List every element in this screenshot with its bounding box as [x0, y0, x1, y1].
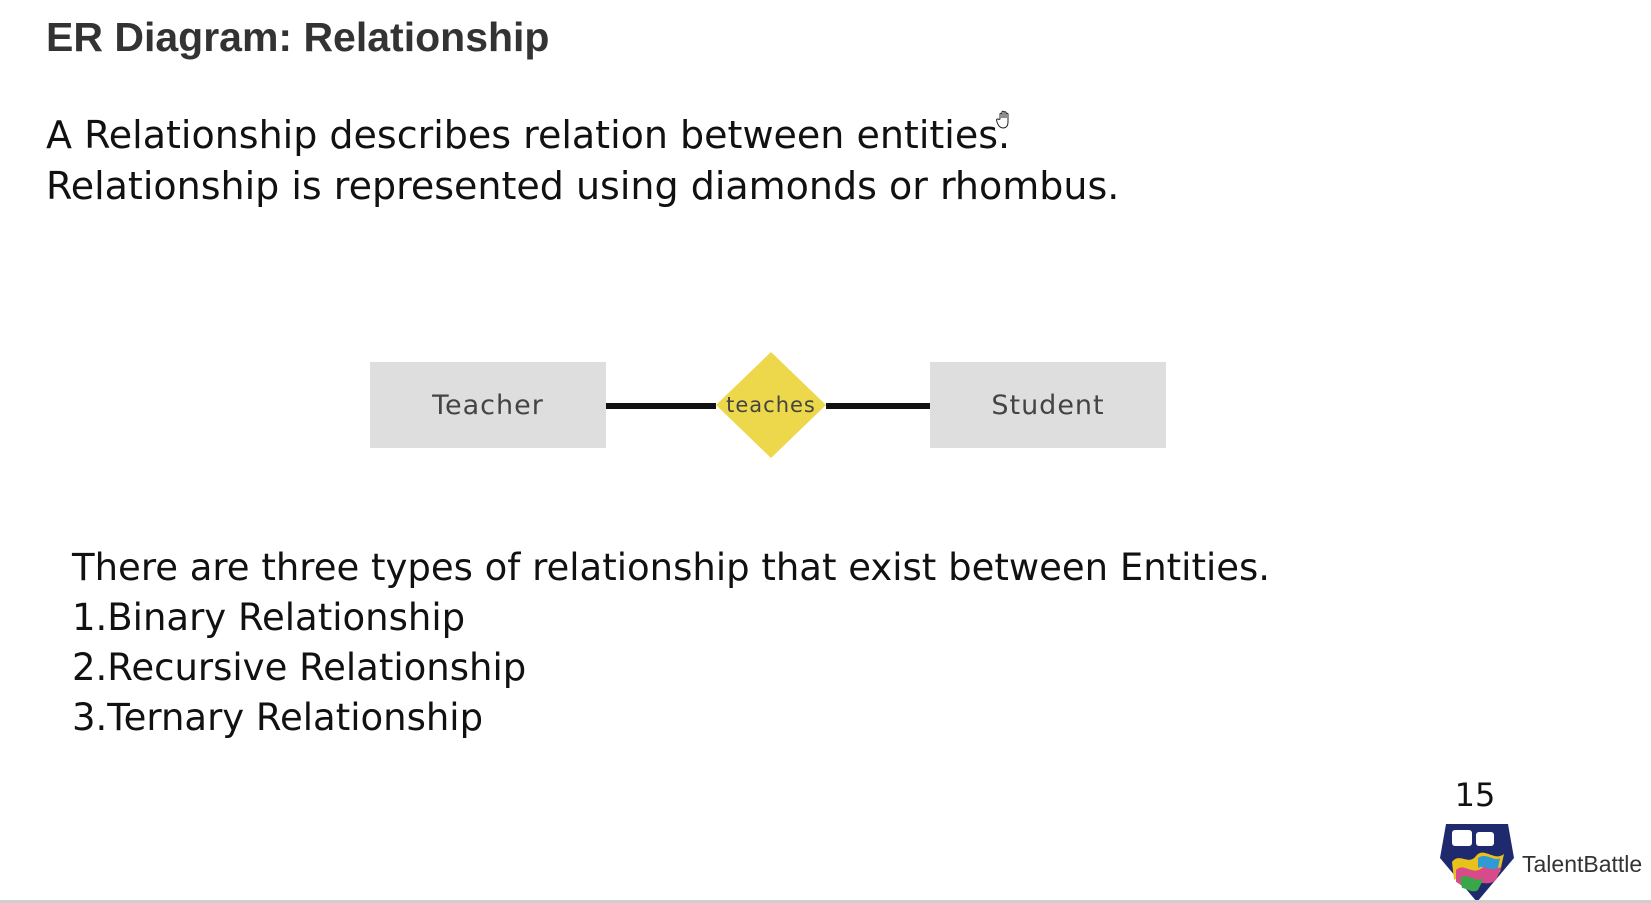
- brand-name: TalentBattle: [1522, 851, 1643, 877]
- connector-line-left: [606, 403, 716, 409]
- entity-teacher: Teacher: [370, 362, 606, 448]
- hand-cursor-icon: [996, 110, 1009, 129]
- entity-label: Teacher: [432, 389, 544, 421]
- relationship-label: teaches: [726, 393, 816, 417]
- slide-title: ER Diagram: Relationship: [46, 14, 550, 60]
- intro-line: Relationship is represented using diamon…: [46, 164, 1120, 208]
- page-number: 15: [1454, 776, 1496, 814]
- types-heading: There are three types of relationship th…: [72, 546, 1271, 589]
- types-item: 2.Recursive Relationship: [72, 646, 527, 689]
- relationship-diamond: [716, 352, 826, 458]
- bottom-divider: [0, 900, 1651, 903]
- types-item: 3.Ternary Relationship: [72, 696, 484, 739]
- talentbattle-logo-icon: [1440, 824, 1514, 902]
- relationship-types: There are three types of relationship th…: [72, 543, 1270, 743]
- er-diagram: Teacher teaches Student: [370, 350, 1170, 460]
- intro-text: A Relationship describes relation betwee…: [46, 110, 1119, 212]
- types-item: 1.Binary Relationship: [72, 596, 466, 639]
- entity-student: Student: [930, 362, 1166, 448]
- connector-line-right: [826, 403, 930, 409]
- entity-label: Student: [991, 389, 1105, 421]
- intro-line: A Relationship describes relation betwee…: [46, 113, 1011, 157]
